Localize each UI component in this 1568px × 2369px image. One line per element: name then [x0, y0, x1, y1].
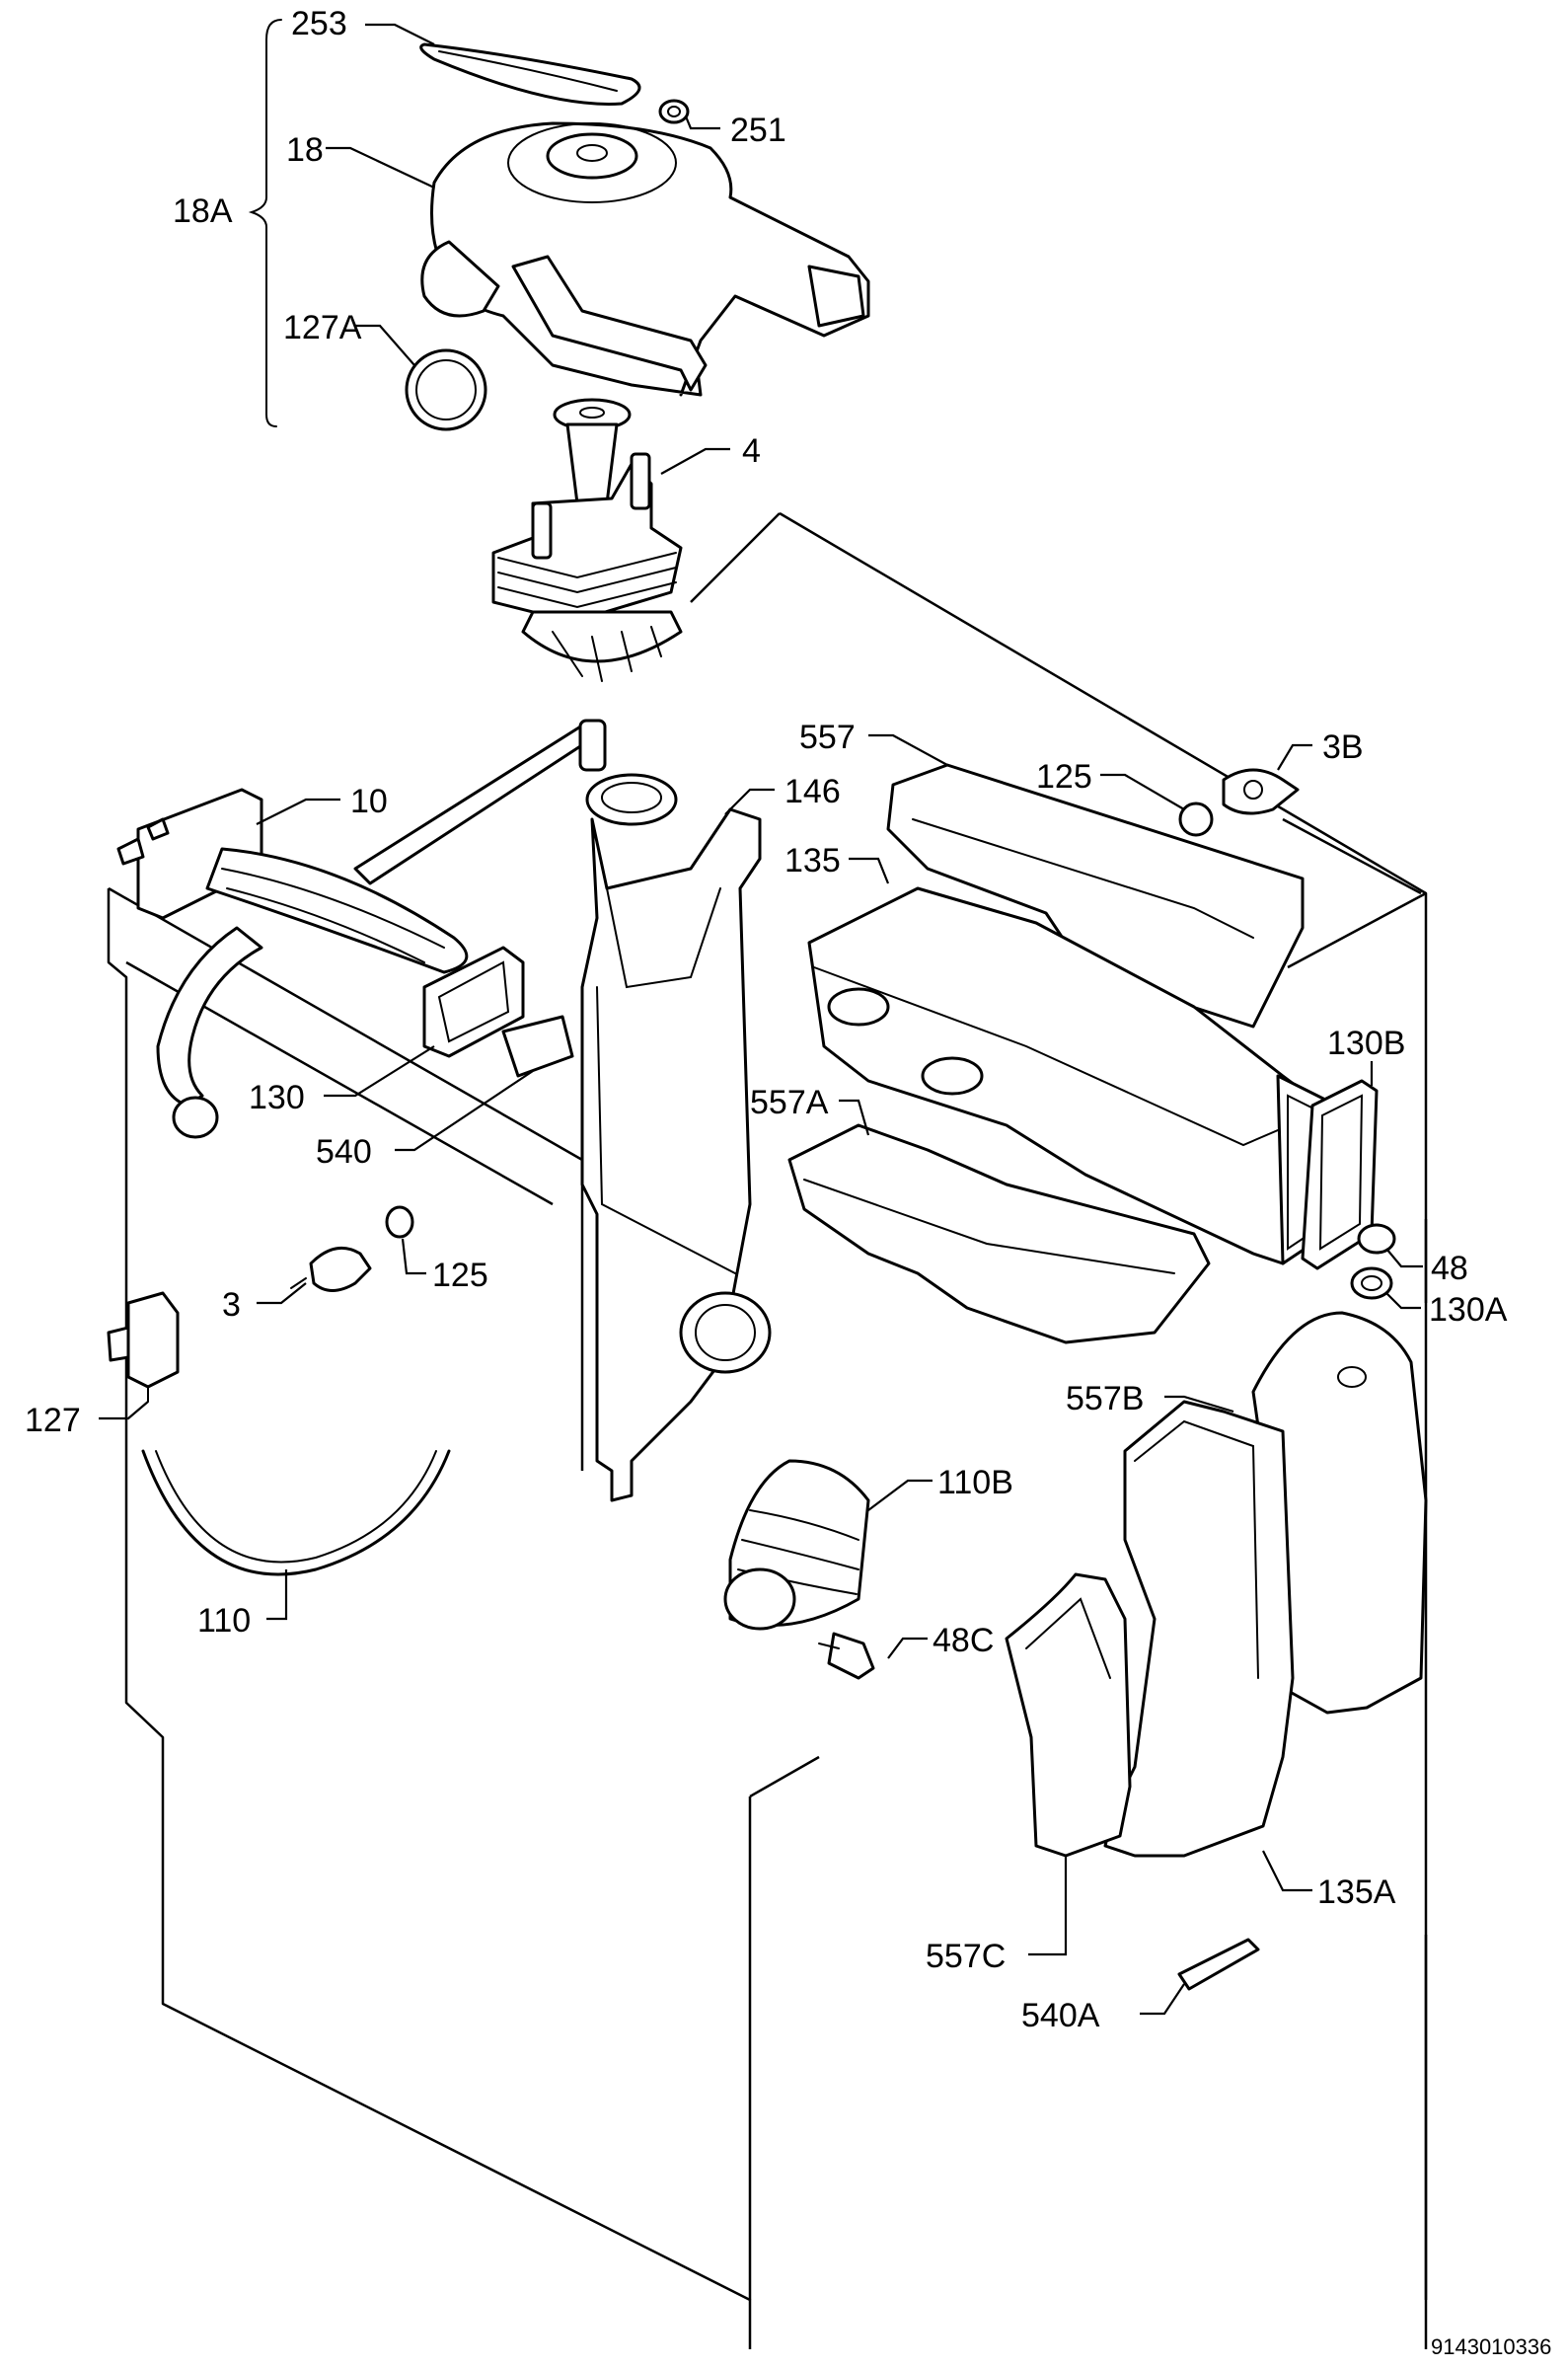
- part-3-thermostat: [290, 1246, 372, 1292]
- part-125-ring-top: [1178, 802, 1214, 837]
- part-125-ring-mid: [385, 1205, 414, 1239]
- label-557c: 557C: [926, 1938, 1006, 1975]
- part-10-heating-element: [116, 719, 607, 1139]
- part-48c-sensor: [818, 1632, 875, 1680]
- label-557: 557: [799, 719, 856, 756]
- label-110: 110: [197, 1602, 251, 1640]
- part-130a-grommet: [1350, 1266, 1393, 1300]
- part-146-condenser-duct: [580, 773, 772, 1502]
- label-10: 10: [350, 783, 388, 820]
- label-130b: 130B: [1327, 1025, 1405, 1062]
- label-253: 253: [291, 5, 347, 42]
- label-557b: 557B: [1066, 1380, 1144, 1417]
- part-3b-thermostat: [1222, 768, 1300, 815]
- label-135: 135: [784, 842, 841, 879]
- part-130-gasket: [422, 946, 525, 1058]
- leader-lines: [99, 23, 1423, 2016]
- label-125-mid: 125: [432, 1257, 488, 1294]
- label-125-top: 125: [1036, 758, 1092, 796]
- label-3b: 3B: [1322, 728, 1364, 766]
- label-127: 127: [25, 1402, 81, 1439]
- part-540a-seal: [1177, 1938, 1260, 1991]
- label-130a: 130A: [1429, 1291, 1508, 1329]
- part-110-hose: [141, 1449, 451, 1576]
- label-48c: 48C: [933, 1622, 994, 1659]
- label-557a: 557A: [750, 1084, 829, 1121]
- label-3: 3: [222, 1286, 241, 1324]
- bracket-18a: [248, 19, 282, 427]
- part-127-valve: [107, 1291, 180, 1403]
- part-4-fan-motor: [491, 398, 683, 682]
- part-251-bushing: [658, 99, 690, 124]
- part-labels: 253 251 18 18A 127A 4 557 125 3B 10 146 …: [25, 5, 1551, 2359]
- part-557b-cover: [1251, 1311, 1428, 1715]
- part-557a-duct-cover: [787, 1123, 1211, 1344]
- part-253-drive-belt: [419, 42, 641, 106]
- part-110b-bellows: [723, 1459, 870, 1631]
- label-127a: 127A: [283, 309, 362, 346]
- label-130: 130: [249, 1079, 305, 1116]
- label-146: 146: [784, 773, 841, 810]
- label-135a: 135A: [1317, 1873, 1396, 1911]
- label-251: 251: [730, 112, 786, 149]
- part-540-seal: [501, 1015, 574, 1078]
- label-540a: 540A: [1021, 1997, 1100, 2034]
- part-557c-cover: [1005, 1572, 1132, 1858]
- part-18-fan-housing: [420, 121, 870, 397]
- part-127a-seal-ring: [405, 348, 487, 431]
- label-110b: 110B: [937, 1464, 1013, 1501]
- part-135a-duct: [1103, 1400, 1295, 1858]
- label-18a: 18A: [173, 192, 233, 230]
- label-18: 18: [286, 131, 324, 169]
- label-48: 48: [1431, 1250, 1468, 1287]
- document-code: 9143010336: [1431, 2334, 1551, 2359]
- label-4: 4: [742, 432, 761, 470]
- part-48-plug: [1357, 1223, 1396, 1255]
- label-540: 540: [316, 1133, 372, 1171]
